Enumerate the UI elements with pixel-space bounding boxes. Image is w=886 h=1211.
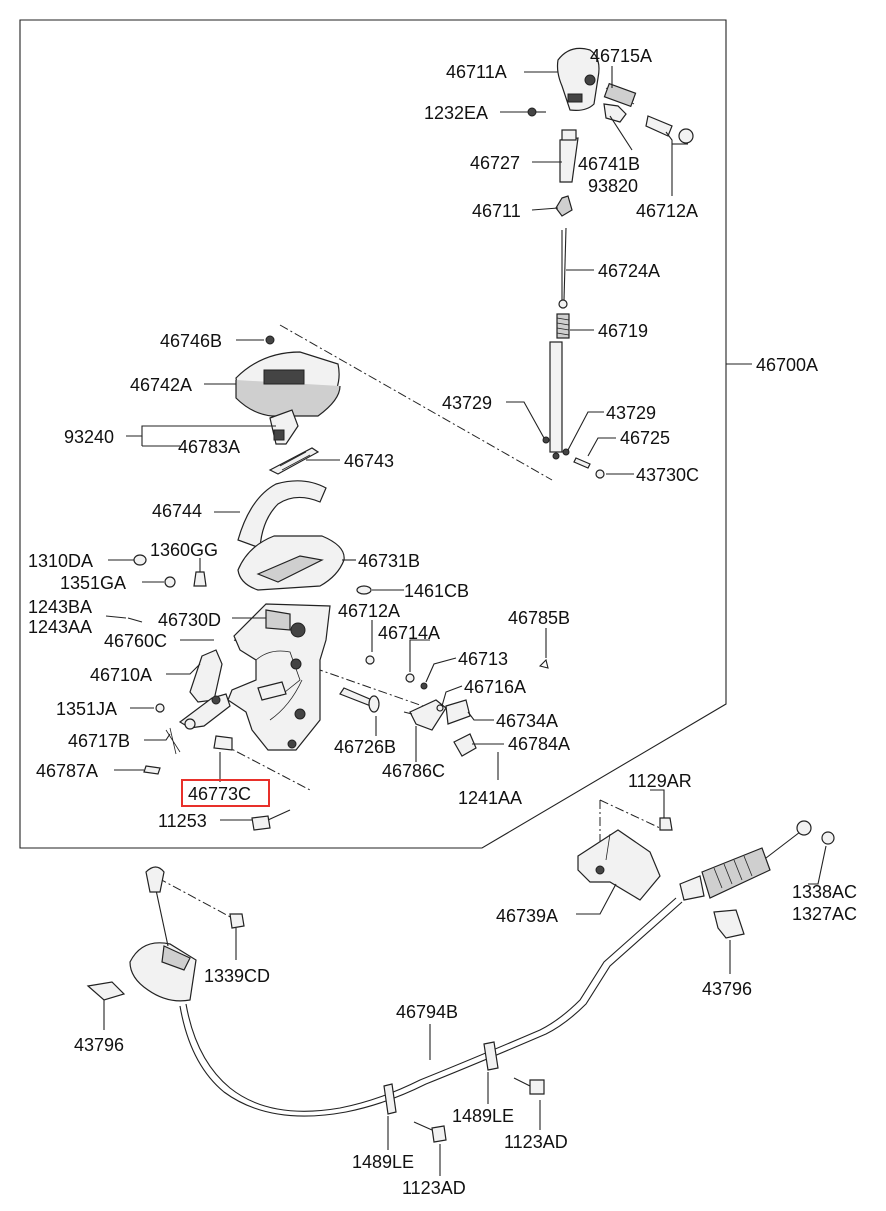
slide-plate <box>268 447 320 475</box>
label-46726B: 46726B <box>334 737 396 757</box>
label-46746B: 46746B <box>160 331 222 351</box>
label-93820: 93820 <box>588 176 638 196</box>
clip-43796-right <box>713 909 745 939</box>
shift-bracket <box>227 603 331 751</box>
label-1461CB: 1461CB <box>404 581 469 601</box>
label-46717B: 46717B <box>68 731 130 751</box>
label-43796-left: 43796 <box>74 1035 124 1055</box>
label-46773C: 46773C <box>188 784 251 804</box>
lock-spring <box>165 727 181 755</box>
label-46710A: 46710A <box>90 665 152 685</box>
shift-knob <box>556 47 600 111</box>
knob-pin <box>645 115 694 144</box>
centerline-bracket2 <box>599 799 661 829</box>
label-46712A-top: 46712A <box>636 201 698 221</box>
label-43730C: 43730C <box>636 465 699 485</box>
label-46730D: 46730D <box>158 610 221 630</box>
label-1232EA: 1232EA <box>424 103 488 123</box>
cable-bracket <box>577 817 673 901</box>
knob-screw <box>527 107 546 117</box>
long-bolt-11253 <box>251 809 291 831</box>
label-1243AA: 1243AA <box>28 617 92 637</box>
label-46719: 46719 <box>598 321 648 341</box>
shift-lock-solenoid <box>269 409 299 445</box>
label-46711A: 46711A <box>446 62 507 82</box>
assembly-frame <box>19 19 727 849</box>
cable-conduit <box>179 897 683 1117</box>
cable-bolts <box>413 1077 545 1143</box>
label-46714A: 46714A <box>378 623 440 643</box>
label-46711: 46711 <box>472 201 521 221</box>
detent-lever <box>178 649 231 730</box>
pivot-bolt <box>213 735 233 751</box>
switch-connector <box>453 733 477 757</box>
small-nuts <box>133 554 375 713</box>
label-46786C: 46786C <box>382 761 445 781</box>
label-46784A: 46784A <box>508 734 570 754</box>
leader-lines <box>103 66 827 1176</box>
knob-spring <box>603 82 637 108</box>
label-46713: 46713 <box>458 649 508 669</box>
label-46724A: 46724A <box>598 261 660 281</box>
label-46783A: 46783A <box>178 437 240 457</box>
label-1351JA: 1351JA <box>56 699 117 719</box>
long-bolt <box>339 687 380 713</box>
label-1360GG: 1360GG <box>150 540 218 560</box>
label-1327AC: 1327AC <box>792 904 857 924</box>
bolt-1243 <box>127 617 143 623</box>
position-indicator-housing <box>237 535 345 591</box>
label-1123AD-left: 1123AD <box>402 1178 466 1198</box>
label-46739A: 46739A <box>496 906 558 926</box>
label-1339CD: 1339CD <box>204 966 270 986</box>
label-43729-right: 43729 <box>606 403 656 423</box>
lever-washer <box>555 195 573 217</box>
label-1489LE-left: 1489LE <box>352 1152 414 1172</box>
label-93240: 93240 <box>64 427 114 447</box>
shift-switch <box>403 699 471 731</box>
label-46727: 46727 <box>470 153 520 173</box>
centerline-knob-boot <box>279 324 553 481</box>
label-46731B: 46731B <box>358 551 420 571</box>
label-46716A: 46716A <box>464 677 526 697</box>
clip-43796-left <box>86 981 126 1001</box>
indicator-cover <box>235 335 341 417</box>
label-46794B: 46794B <box>396 1002 458 1022</box>
label-43729-left: 43729 <box>442 393 492 413</box>
label-46742A: 46742A <box>130 375 192 395</box>
lever-rod <box>549 227 570 460</box>
knob-button <box>603 103 627 123</box>
centerline-cable-nut <box>157 877 237 921</box>
label-46760C: 46760C <box>104 631 167 651</box>
pin-46787A <box>143 765 161 775</box>
label-1351GA: 1351GA <box>60 573 126 593</box>
label-1129AR: 1129AR <box>628 771 692 791</box>
label-46725: 46725 <box>620 428 670 448</box>
small-screws-right <box>405 658 549 764</box>
label-1489LE-right: 1489LE <box>452 1106 514 1126</box>
lever-sleeve <box>559 129 579 183</box>
label-1310DA: 1310DA <box>28 551 93 571</box>
label-46734A: 46734A <box>496 711 558 731</box>
label-1123AD-right: 1123AD <box>504 1132 568 1152</box>
label-1338AC: 1338AC <box>792 882 857 902</box>
label-46712A-mid: 46712A <box>338 601 400 621</box>
label-43796-right: 43796 <box>702 979 752 999</box>
label-46744: 46744 <box>152 501 202 521</box>
small-pins <box>542 436 605 479</box>
label-46787A: 46787A <box>36 761 98 781</box>
label-1241AA: 1241AA <box>458 788 522 808</box>
dust-cover <box>237 480 327 549</box>
label-46700A: 46700A <box>756 355 818 375</box>
label-46715A: 46715A <box>590 46 652 66</box>
cable-end-left <box>129 866 245 1002</box>
label-11253: 11253 <box>158 811 207 831</box>
label-46743: 46743 <box>344 451 394 471</box>
cable-end-right <box>679 820 835 901</box>
label-1243BA: 1243BA <box>28 597 92 617</box>
highlight-box <box>181 779 270 807</box>
label-46741B: 46741B <box>578 154 640 174</box>
label-46785B: 46785B <box>508 608 570 628</box>
